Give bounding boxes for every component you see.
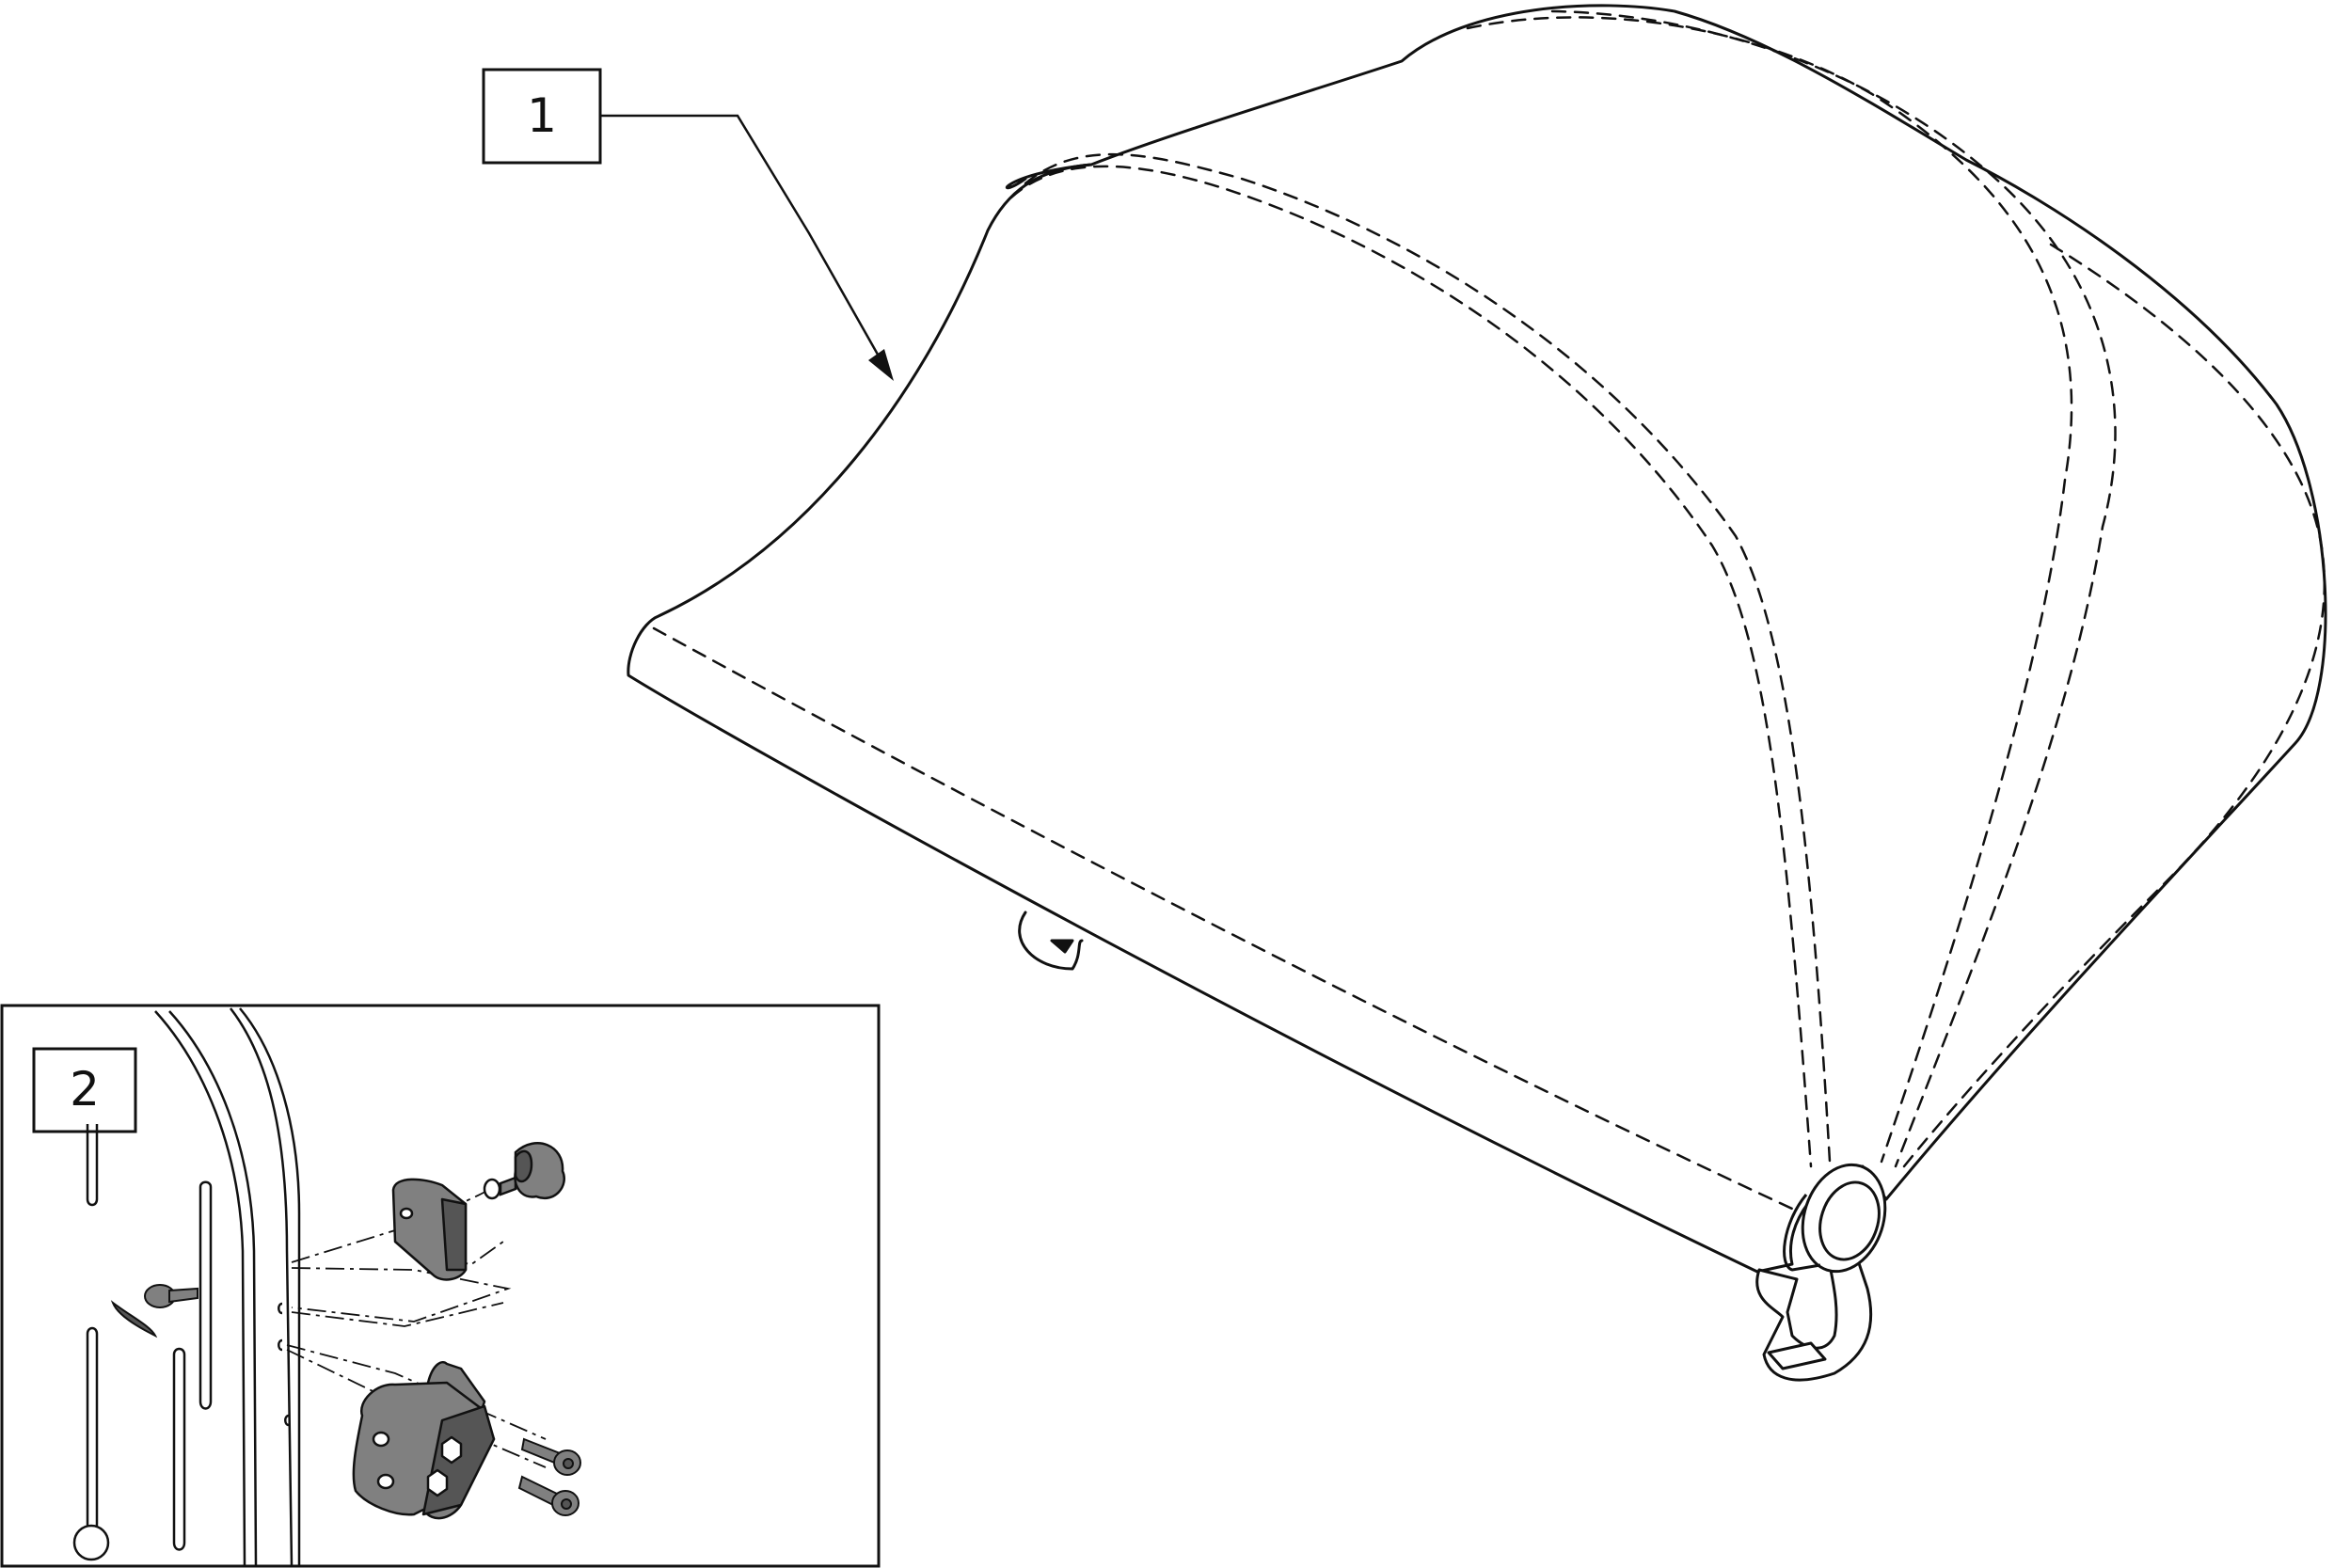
canopy-outline [627, 4, 2327, 1274]
hinge-bracket [1783, 1194, 1821, 1272]
stitch-front-edge [652, 626, 1794, 1211]
lower-clamp-hex-nut-2 [426, 1468, 449, 1497]
callout-1-arrowhead [868, 349, 894, 381]
detail-frame [0, 1004, 881, 1568]
knob-cap [514, 1149, 533, 1183]
canopy-underside-flap [1018, 911, 1084, 971]
upper-bracket-side [440, 1197, 468, 1272]
frame-hole-1 [278, 1302, 283, 1315]
bolt-lower [517, 1475, 580, 1516]
stitch-top-inner-1 [1009, 165, 1813, 1168]
callout-1-label: 1 [527, 88, 557, 143]
frame-tube-edge-1 [154, 1010, 246, 1567]
knob-washer [483, 1178, 501, 1200]
upper-bracket-hole [399, 1207, 414, 1220]
frame-end-cap [72, 1524, 110, 1561]
stitch-arc-back-2 [1550, 9, 2117, 1168]
align-line-upper-2 [291, 1267, 512, 1323]
side-screw-washer [110, 1300, 158, 1338]
knob-assembly [483, 1142, 565, 1200]
callout-1-leader [600, 114, 891, 375]
hinge-knob-inner [1818, 1180, 1881, 1261]
frame-hole-3 [284, 1414, 290, 1427]
callout-2-label: 2 [70, 1062, 100, 1117]
frame-tube-edge-4 [239, 1007, 301, 1566]
bolt-upper [520, 1437, 581, 1476]
side-screw-shaft [168, 1287, 198, 1304]
align-line-knob [413, 1181, 504, 1227]
frame-tube-edge-2 [168, 1010, 258, 1567]
clamp-slot [1767, 1341, 1827, 1370]
upper-bracket [391, 1178, 468, 1281]
align-line-lower-1 [291, 1302, 504, 1327]
canopy-seam-outer [1005, 163, 1093, 190]
callout-2-box [32, 1047, 137, 1133]
callout-1-box [482, 68, 602, 165]
side-screw [110, 1284, 198, 1338]
knob-shaft [499, 1176, 517, 1196]
align-line-lower-3 [286, 1344, 547, 1440]
stitch-rear-edge [1898, 243, 2326, 1173]
lower-clamp-hole-1 [372, 1431, 390, 1448]
detail-panel: 2 [0, 1004, 881, 1568]
stitch-top-inner-2 [1024, 152, 1832, 1164]
frame-hole-2 [278, 1338, 283, 1352]
stitch-arc-back-1 [1466, 16, 2073, 1164]
frame-slot-low-2 [172, 1347, 186, 1551]
lower-clamp-hole-2 [376, 1473, 395, 1490]
bolt-upper-socket [563, 1458, 574, 1469]
bolt-lower-socket [561, 1498, 572, 1510]
callout-1: 1 [482, 68, 894, 381]
frame-slot-mid [198, 1180, 213, 1410]
frame-slot-top [86, 1124, 99, 1207]
lower-clamp [352, 1360, 496, 1520]
canopy [627, 4, 2327, 1274]
lower-clamp-hex-nut-1 [440, 1435, 463, 1465]
canopy-hinge-clamp [1755, 1163, 1887, 1382]
canopy-underside-flap-inner [1050, 939, 1074, 954]
frame-tube-edge-3 [230, 1007, 294, 1567]
